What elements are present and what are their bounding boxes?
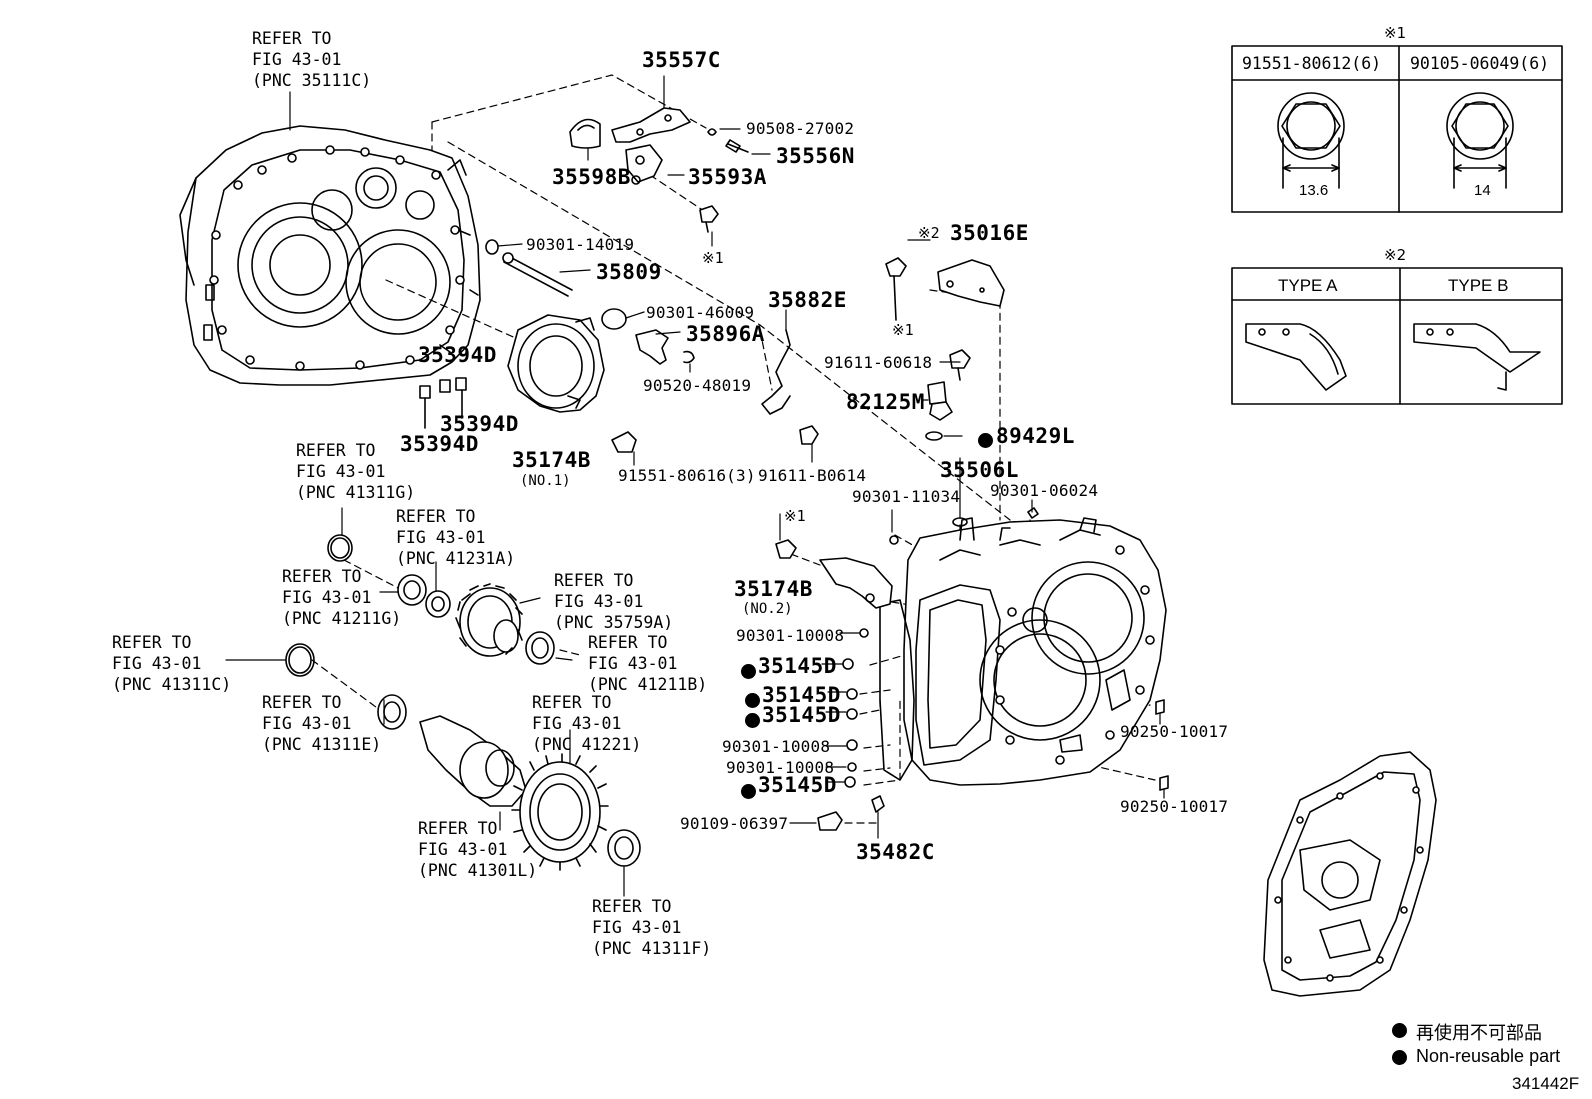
transmission-case-left-drawing [179, 125, 481, 386]
refer-41221[interactable]: REFER TO FIG 43-01 (PNC 41221) [532, 693, 642, 754]
part-35145D-label-a[interactable]: 35145D [758, 654, 837, 678]
part-90301-10008-label-b[interactable]: 90301-10008 [722, 737, 831, 756]
transmission-case-right-drawing [879, 517, 1167, 786]
part-35016E-label[interactable]: 35016E [950, 221, 1029, 245]
non-reusable-dot [745, 693, 760, 708]
part-35556N-label[interactable]: 35556N [776, 144, 855, 168]
part-35809-label[interactable]: 35809 [596, 260, 662, 284]
refer-41311F[interactable]: REFER TO FIG 43-01 (PNC 41311F) [592, 897, 712, 958]
thumbnail-case-drawing [1263, 751, 1437, 997]
refer-35759A[interactable]: REFER TO FIG 43-01 (PNC 35759A) [554, 571, 674, 632]
note-mark-1-a: ※1 [702, 249, 724, 267]
refer-41301L[interactable]: REFER TO FIG 43-01 (PNC 41301L) [418, 819, 538, 880]
part-35482C-label[interactable]: 35482C [856, 840, 935, 864]
refer-41211G[interactable]: REFER TO FIG 43-01 (PNC 41211G) [282, 567, 402, 628]
table-1-col1-header: 91551-80612(6) [1242, 54, 1382, 73]
part-35506L-label[interactable]: 35506L [940, 458, 1019, 482]
part-91551-80616-label[interactable]: 91551-80616(3) [618, 466, 756, 485]
note-mark-1-b: ※1 [892, 321, 914, 339]
figure-number: 341442F [1512, 1074, 1580, 1093]
table-1-mark: ※1 [1384, 24, 1407, 42]
bracket-35882E-drawing [761, 329, 819, 445]
table-1-drawing [1231, 45, 1563, 213]
refer-41311C[interactable]: REFER TO FIG 43-01 (PNC 41311C) [112, 633, 232, 694]
part-35896A-label[interactable]: 35896A [686, 322, 765, 346]
part-35145D-label-d[interactable]: 35145D [758, 773, 837, 797]
top-bracket-parts-drawing [569, 107, 749, 233]
shaft-and-seals-drawing [485, 239, 695, 365]
part-35394D-label-a[interactable]: 35394D [418, 343, 497, 367]
note-mark-1-c: ※1 [784, 507, 806, 525]
part-90301-11034-label[interactable]: 90301-11034 [852, 487, 961, 506]
part-35145D-label-b[interactable]: 35145D [762, 683, 841, 707]
part-90301-10008-label-c[interactable]: 90301-10008 [726, 758, 835, 777]
refer-41311E[interactable]: REFER TO FIG 43-01 (PNC 41311E) [262, 693, 382, 754]
refer-41211B[interactable]: REFER TO FIG 43-01 (PNC 41211B) [588, 633, 708, 694]
part-35174B-no2-label[interactable]: 35174B [734, 577, 813, 601]
cover-no2-drawing [775, 539, 893, 609]
note-mark-2: ※2 [918, 224, 940, 242]
oil-pump-cover-drawing [507, 314, 637, 453]
refer-35111C[interactable]: REFER TO FIG 43-01 (PNC 35111C) [252, 29, 372, 90]
part-35174B-no1-label: (NO.1) [520, 473, 571, 489]
table-1-col2-header: 90105-06049(6) [1410, 54, 1550, 73]
non-reusable-dot [741, 664, 756, 679]
part-90301-10008-label-a[interactable]: 90301-10008 [736, 626, 845, 645]
part-35145D-label-c[interactable]: 35145D [762, 703, 841, 727]
part-89429L-label[interactable]: 89429L [996, 424, 1075, 448]
part-90109-label[interactable]: 90109-06397 [680, 814, 789, 833]
part-90520-label[interactable]: 90520-48019 [643, 376, 752, 395]
plate-35016E-drawing [885, 257, 1005, 441]
part-90250-label-a[interactable]: 90250-10017 [1120, 722, 1229, 741]
non-reusable-dot [741, 784, 756, 799]
part-91611-B0614-label[interactable]: 91611-B0614 [758, 466, 867, 485]
table-2-col2-header: TYPE B [1448, 276, 1509, 295]
part-35882E-label[interactable]: 35882E [768, 288, 847, 312]
part-35394D-label-b[interactable]: 35394D [440, 412, 519, 436]
part-90301-06024-label[interactable]: 90301-06024 [990, 481, 1099, 500]
legend-jp-text: 再使用不可部品 [1416, 1023, 1542, 1043]
legend-dot-en [1392, 1050, 1407, 1065]
non-reusable-dot [978, 433, 993, 448]
refer-41311G[interactable]: REFER TO FIG 43-01 (PNC 41311G) [296, 441, 416, 502]
part-35394D-label-c[interactable]: 35394D [400, 432, 479, 456]
table-2-drawing [1231, 267, 1563, 405]
non-reusable-dot [745, 713, 760, 728]
table-1-dim1: 13.6 [1299, 182, 1329, 199]
part-90301-46009-label[interactable]: 90301-46009 [646, 303, 755, 322]
part-82125M-label[interactable]: 82125M [846, 390, 925, 414]
leader-lines [225, 75, 1165, 897]
plugs-drawing [817, 507, 1169, 831]
table-2-col1-header: TYPE A [1278, 276, 1338, 295]
refer-41231A[interactable]: REFER TO FIG 43-01 (PNC 41231A) [396, 507, 516, 568]
spacer-blocks-drawing [419, 377, 467, 429]
part-90508-label[interactable]: 90508-27002 [746, 119, 855, 138]
part-90250-label-b[interactable]: 90250-10017 [1120, 797, 1229, 816]
table-1-dim2: 14 [1474, 182, 1491, 199]
part-90301-14019-label[interactable]: 90301-14019 [526, 235, 635, 254]
part-35174B-label[interactable]: 35174B [512, 448, 591, 472]
legend-dot-jp [1392, 1023, 1407, 1038]
part-35593A-label[interactable]: 35593A [688, 165, 767, 189]
part-35174B-no2-sub: (NO.2) [742, 601, 793, 617]
table-2-mark: ※2 [1384, 246, 1407, 264]
part-91611-60618-label[interactable]: 91611-60618 [824, 353, 933, 372]
legend-en-text: Non-reusable part [1416, 1046, 1561, 1066]
differential-parts-drawing [285, 534, 641, 871]
part-35598B-label[interactable]: 35598B [552, 165, 631, 189]
part-35557C-label[interactable]: 35557C [642, 48, 721, 72]
